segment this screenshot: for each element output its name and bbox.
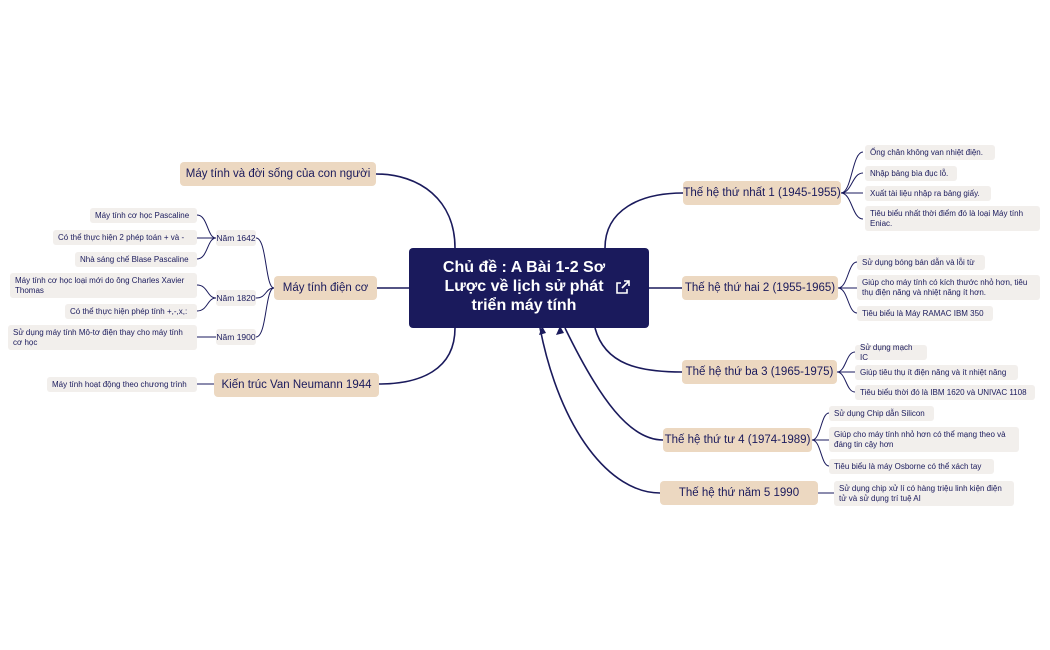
leaf-1820-thomas[interactable]: Máy tính cơ học loại mới do ông Charles …	[10, 273, 197, 298]
leaf-gen3-ibm[interactable]: Tiêu biểu thời đó là IBM 1620 và UNIVAC …	[855, 385, 1035, 400]
year-1642[interactable]: Năm 1642	[216, 230, 256, 246]
leaf-1900-motor[interactable]: Sử dụng máy tính Mô-tơ điện thay cho máy…	[8, 325, 197, 350]
topic-von-neumann[interactable]: Kiến trúc Van Neumann 1944	[214, 373, 379, 397]
topic-gen2[interactable]: Thế hệ thứ hai 2 (1955-1965)	[682, 276, 838, 300]
leaf-gen2-smaller[interactable]: Giúp cho máy tính có kích thước nhỏ hơn,…	[857, 275, 1040, 300]
year-1900[interactable]: Năm 1900	[216, 329, 256, 345]
leaf-1820-operations[interactable]: Có thể thực hiện phép tính +,-,x,:	[65, 304, 197, 319]
leaf-gen4-osborne[interactable]: Tiêu biểu là máy Osborne có thể xách tay	[829, 459, 994, 474]
topic-gen1[interactable]: Thế hệ thứ nhất 1 (1945-1955)	[683, 181, 841, 205]
leaf-gen1-punchcard[interactable]: Nhập bảng bìa đục lỗ.	[865, 166, 957, 181]
leaf-gen4-network[interactable]: Giúp cho máy tính nhỏ hơn có thể mạng th…	[829, 427, 1019, 452]
leaf-gen3-ic[interactable]: Sử dụng mạch IC	[855, 343, 927, 362]
central-topic[interactable]: Chủ đề : A Bài 1-2 Sơ Lược về lịch sử ph…	[409, 248, 649, 328]
topic-gen5[interactable]: Thế hệ thứ năm 5 1990	[660, 481, 818, 505]
leaf-1642-inventor[interactable]: Nhà sáng chế Blase Pascaline	[75, 252, 197, 267]
topic-gen4[interactable]: Thế hệ thứ tư 4 (1974-1989)	[663, 428, 812, 452]
leaf-1642-pascaline[interactable]: Máy tính cơ học Pascaline	[90, 208, 197, 223]
topic-mechanical[interactable]: Máy tính điện cơ	[274, 276, 377, 300]
leaf-gen1-vacuum[interactable]: Ống chân không van nhiệt điện.	[865, 145, 995, 160]
leaf-gen4-silicon[interactable]: Sử dụng Chip dẫn Silicon	[829, 406, 934, 421]
topic-gen3[interactable]: Thế hệ thứ ba 3 (1965-1975)	[682, 360, 837, 384]
leaf-gen5-ai[interactable]: Sử dụng chip xử lí có hàng triệu linh ki…	[834, 481, 1014, 506]
leaf-von-neumann[interactable]: Máy tính hoạt động theo chương trình	[47, 377, 197, 392]
central-topic-title: Chủ đề : A Bài 1-2 Sơ Lược về lịch sử ph…	[442, 259, 606, 314]
external-link-icon[interactable]	[615, 279, 631, 295]
leaf-gen1-eniac[interactable]: Tiêu biểu nhất thời điểm đó là loại Máy …	[865, 206, 1040, 231]
topic-life[interactable]: Máy tính và đời sống của con người	[180, 162, 376, 186]
leaf-gen2-transistor[interactable]: Sử dụng bóng bán dẫn và lỗi từ	[857, 255, 985, 270]
year-1820[interactable]: Năm 1820	[216, 290, 256, 306]
leaf-gen1-output[interactable]: Xuất tài liệu nhập ra bảng giấy.	[865, 186, 991, 201]
leaf-gen3-energy[interactable]: Giúp tiêu thụ ít điện năng và ít nhiệt n…	[855, 365, 1018, 380]
leaf-1642-operations[interactable]: Có thể thực hiện 2 phép toán + và -	[53, 230, 197, 245]
leaf-gen2-ramac[interactable]: Tiêu biểu là Máy RAMAC IBM 350	[857, 306, 993, 321]
